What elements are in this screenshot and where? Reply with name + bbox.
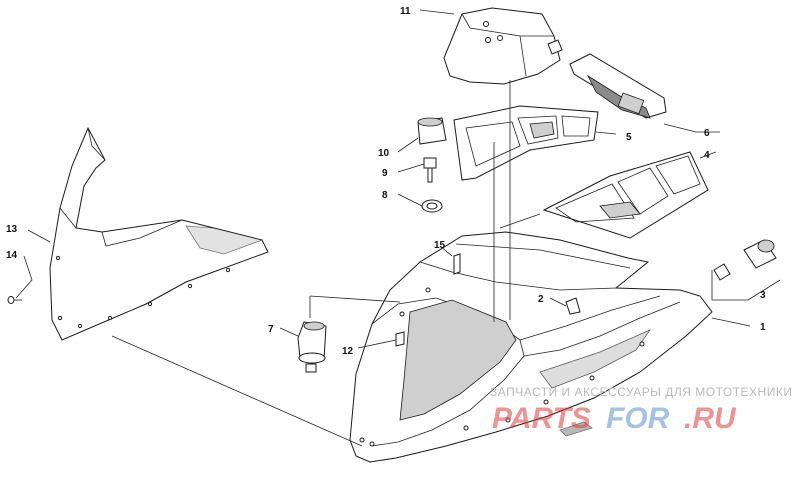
watermark-brand-left: PARTS	[492, 402, 591, 435]
callout-2: 2	[538, 294, 544, 305]
screw-14	[7, 296, 22, 304]
watermark-tagline: ЗАПЧАСТИ И АКСЕССУАРЫ ДЛЯ МОТОТЕХНИКИ	[490, 385, 792, 399]
callout-6: 6	[704, 128, 710, 139]
instrument-housing-11	[443, 7, 563, 85]
callout-1: 1	[760, 322, 766, 333]
callout-11: 11	[400, 6, 411, 17]
callout-10: 10	[378, 148, 390, 159]
switch-7	[297, 321, 327, 373]
rivet-12	[395, 331, 405, 347]
nut-8	[421, 199, 443, 213]
callout-8: 8	[382, 190, 388, 201]
leader-lines	[15, 9, 781, 447]
hood	[349, 231, 713, 463]
callout-5: 5	[626, 132, 632, 143]
watermark-brand-mid: FOR	[606, 402, 670, 435]
display-6	[569, 53, 667, 119]
rivet-15	[453, 253, 461, 275]
grille-4	[542, 151, 709, 239]
callout-4: 4	[704, 150, 710, 161]
watermark-brand-right: .RU	[684, 402, 737, 435]
callout-12: 12	[342, 346, 354, 357]
bracket-2	[565, 297, 581, 315]
socket-3	[713, 239, 777, 281]
ignition-key-9	[423, 157, 437, 183]
callout-labels: 1 2 3 4 5 6 7 8 9 10 11 12 13 14 15	[6, 6, 766, 357]
callout-3: 3	[760, 290, 766, 301]
callout-9: 9	[382, 168, 388, 179]
windshield	[49, 126, 269, 341]
grille-5	[453, 105, 599, 181]
watermark: ЗАПЧАСТИ И АКСЕССУАРЫ ДЛЯ МОТОТЕХНИКИ PA…	[490, 385, 792, 435]
ignition-cap-10	[417, 117, 447, 145]
callout-14: 14	[6, 250, 18, 261]
callout-15: 15	[434, 240, 446, 251]
callout-13: 13	[6, 224, 18, 235]
callout-7: 7	[268, 324, 274, 335]
